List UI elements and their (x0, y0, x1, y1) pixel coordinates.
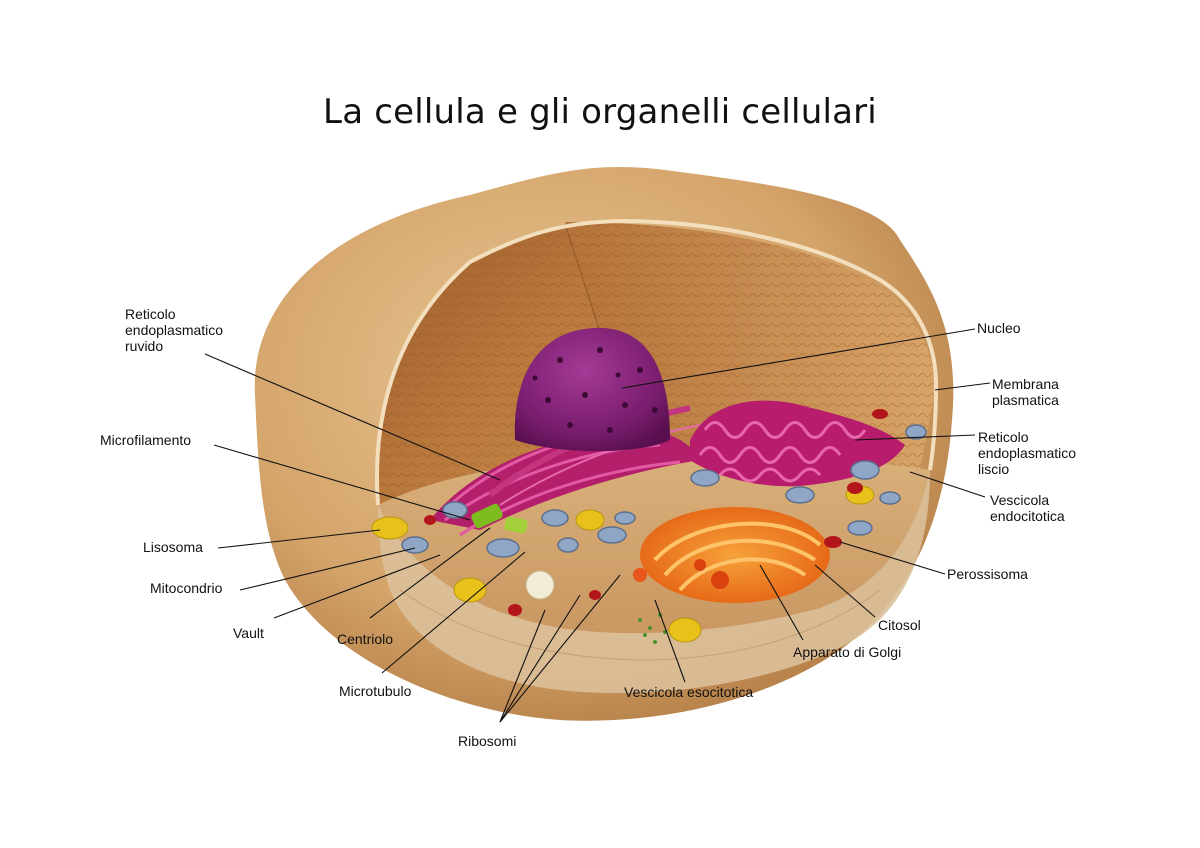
label-vescicola-endocitotica: Vescicola endocitotica (990, 492, 1065, 524)
label-microfilamento: Microfilamento (100, 432, 192, 448)
label-nucleo: Nucleo (977, 320, 1021, 336)
label-reticolo-liscio: Reticolo endoplasmatico liscio (978, 429, 1077, 477)
label-centriolo: Centriolo (337, 631, 394, 647)
nucleus (514, 327, 670, 452)
label-microtubulo: Microtubulo (339, 683, 412, 699)
leader-lines (204, 328, 991, 723)
label-perossisoma: Perossisoma (947, 566, 1028, 582)
label-lisosoma: Lisosoma (143, 539, 203, 555)
label-citosol: Citosol (878, 617, 921, 633)
label-ribosomi: Ribosomi (458, 733, 517, 749)
label-mitocondrio: Mitocondrio (150, 580, 223, 596)
label-vault: Vault (233, 625, 264, 641)
vesicle (525, 570, 555, 600)
label-vescicola-esocitotica: Vescicola esocitotica (624, 684, 754, 700)
golgi-apparatus (633, 507, 830, 603)
label-apparato-golgi: Apparato di Golgi (793, 644, 902, 660)
smooth-er (690, 400, 905, 487)
label-reticolo-ruvido: Reticolo endoplasmatico ruvido (125, 306, 224, 354)
mitochondria (401, 424, 927, 558)
page-title: La cellula e gli organelli cellulari (323, 92, 877, 132)
centriole (471, 503, 528, 534)
label-membrana-plasmatica: Membrana plasmatica (992, 376, 1059, 408)
peroxisomes (424, 409, 888, 616)
